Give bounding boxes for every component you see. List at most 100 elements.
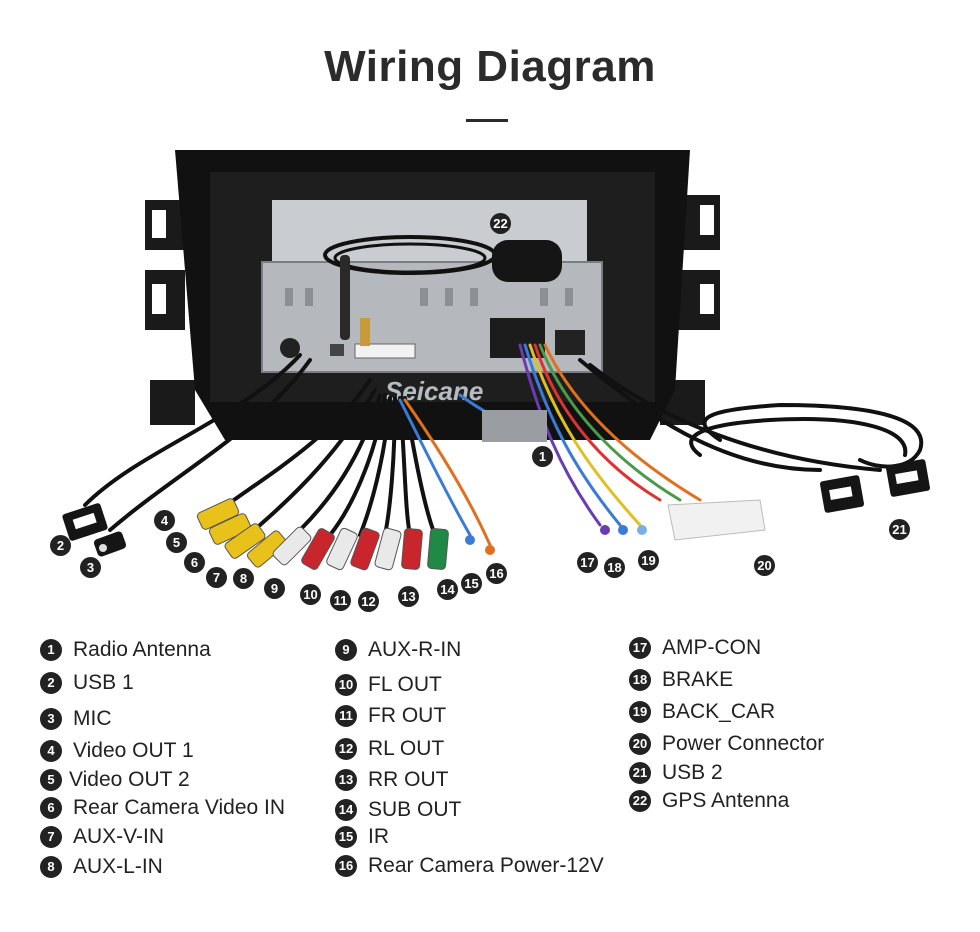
legend-item: 6 Rear Camera Video IN	[40, 795, 285, 821]
legend-item: 20 Power Connector	[629, 731, 824, 757]
mic-jack	[93, 531, 127, 557]
legend-label: USB 1	[73, 671, 134, 694]
legend-item: 10 FL OUT	[335, 672, 442, 698]
legend-label: Rear Camera Video IN	[73, 796, 286, 819]
callout-18: 18	[604, 557, 625, 578]
legend-label: AUX-V-IN	[73, 825, 165, 848]
legend-item: 1 Radio Antenna	[40, 637, 211, 663]
callout-17: 17	[577, 552, 598, 573]
legend-label: USB 2	[662, 761, 723, 784]
callout-15: 15	[461, 573, 482, 594]
legend-number: 9	[335, 639, 357, 661]
callout-12: 12	[358, 591, 379, 612]
legend-number: 19	[629, 701, 651, 723]
callout-7: 7	[206, 567, 227, 588]
callout-11: 11	[330, 590, 351, 611]
legend-number: 10	[335, 674, 357, 696]
callout-22: 22	[490, 213, 511, 234]
usb-connectors	[62, 459, 930, 541]
legend-number: 1	[40, 639, 62, 661]
title-underline	[466, 119, 508, 122]
legend-label: FL OUT	[368, 673, 442, 696]
legend-number: 7	[40, 826, 62, 848]
callout-14: 14	[437, 579, 458, 600]
callout-10: 10	[300, 584, 321, 605]
legend-number: 22	[629, 790, 651, 812]
legend-number: 12	[335, 738, 357, 760]
wire-pins	[465, 525, 647, 555]
legend-label: SUB OUT	[368, 798, 462, 821]
power-connector-plug	[667, 499, 766, 541]
legend-item: 15 IR	[335, 824, 389, 850]
power-harness-wires	[398, 343, 702, 547]
legend-number: 5	[40, 769, 62, 791]
head-unit-chassis	[261, 200, 603, 373]
radio-wiring-illustration: Seicane	[62, 150, 930, 571]
callout-19: 19	[638, 550, 659, 571]
legend-number: 18	[629, 669, 651, 691]
callout-2: 2	[50, 535, 71, 556]
legend-number: 20	[629, 733, 651, 755]
legend-item: 18 BRAKE	[629, 667, 733, 693]
cable-bundle	[83, 353, 924, 537]
legend-label: GPS Antenna	[662, 789, 790, 812]
callout-1: 1	[532, 446, 553, 467]
callout-3: 3	[80, 557, 101, 578]
legend-label: Rear Camera Power-12V	[368, 854, 604, 877]
legend-number: 21	[629, 762, 651, 784]
legend-number: 15	[335, 826, 357, 848]
legend-item: 17 AMP-CON	[629, 635, 761, 661]
legend-label: Power Connector	[662, 732, 825, 755]
callout-4: 4	[154, 510, 175, 531]
legend-label: BACK_CAR	[662, 700, 776, 723]
legend-item: 16 Rear Camera Power-12V	[335, 853, 604, 879]
legend-item: 3 MIC	[40, 706, 112, 732]
radio-antenna-stub	[340, 255, 370, 346]
legend-item: 4 Video OUT 1	[40, 738, 194, 764]
legend-number: 4	[40, 740, 62, 762]
legend-number: 16	[335, 855, 357, 877]
legend-item: 22 GPS Antenna	[629, 788, 789, 814]
legend-item: 21 USB 2	[629, 760, 723, 786]
legend-label: Radio Antenna	[73, 638, 211, 661]
callout-21: 21	[889, 519, 910, 540]
legend-item: 9 AUX-R-IN	[335, 637, 461, 663]
legend-label: AUX-L-IN	[73, 855, 163, 878]
legend-item: 2 USB 1	[40, 670, 134, 696]
callout-8: 8	[233, 568, 254, 589]
callout-13: 13	[398, 586, 419, 607]
legend-label: Video OUT 2	[69, 768, 190, 791]
callout-6: 6	[184, 552, 205, 573]
legend-number: 13	[335, 769, 357, 791]
legend-number: 2	[40, 672, 62, 694]
callout-9: 9	[264, 578, 285, 599]
callout-20: 20	[754, 555, 775, 576]
legend-item: 14 SUB OUT	[335, 797, 461, 823]
legend-item: 5 Video OUT 2	[40, 767, 190, 793]
radio-antenna-adapter	[482, 410, 547, 442]
legend-item: 7 AUX-V-IN	[40, 824, 164, 850]
legend-label: IR	[368, 825, 389, 848]
rca-plugs	[196, 498, 449, 571]
legend-label: Video OUT 1	[73, 739, 194, 762]
legend-number: 8	[40, 856, 62, 878]
legend-label: FR OUT	[368, 704, 447, 727]
gps-antenna	[323, 235, 562, 282]
callout-5: 5	[166, 532, 187, 553]
diagram-title: Wiring Diagram	[324, 42, 656, 91]
legend-label: RL OUT	[368, 737, 445, 760]
legend-item: 13 RR OUT	[335, 767, 449, 793]
legend-item: 11 FR OUT	[335, 703, 446, 729]
legend-number: 14	[335, 799, 357, 821]
legend-label: AUX-R-IN	[368, 638, 462, 661]
legend-item: 19 BACK_CAR	[629, 699, 775, 725]
legend-item: 8 AUX-L-IN	[40, 854, 163, 880]
legend-number: 11	[335, 705, 357, 727]
legend-item: 12 RL OUT	[335, 736, 444, 762]
legend-label: AMP-CON	[662, 636, 762, 659]
legend-label: BRAKE	[662, 668, 734, 691]
legend-number: 3	[40, 708, 62, 730]
legend-label: RR OUT	[368, 768, 449, 791]
legend-label: MIC	[73, 707, 112, 730]
legend-number: 17	[629, 637, 651, 659]
